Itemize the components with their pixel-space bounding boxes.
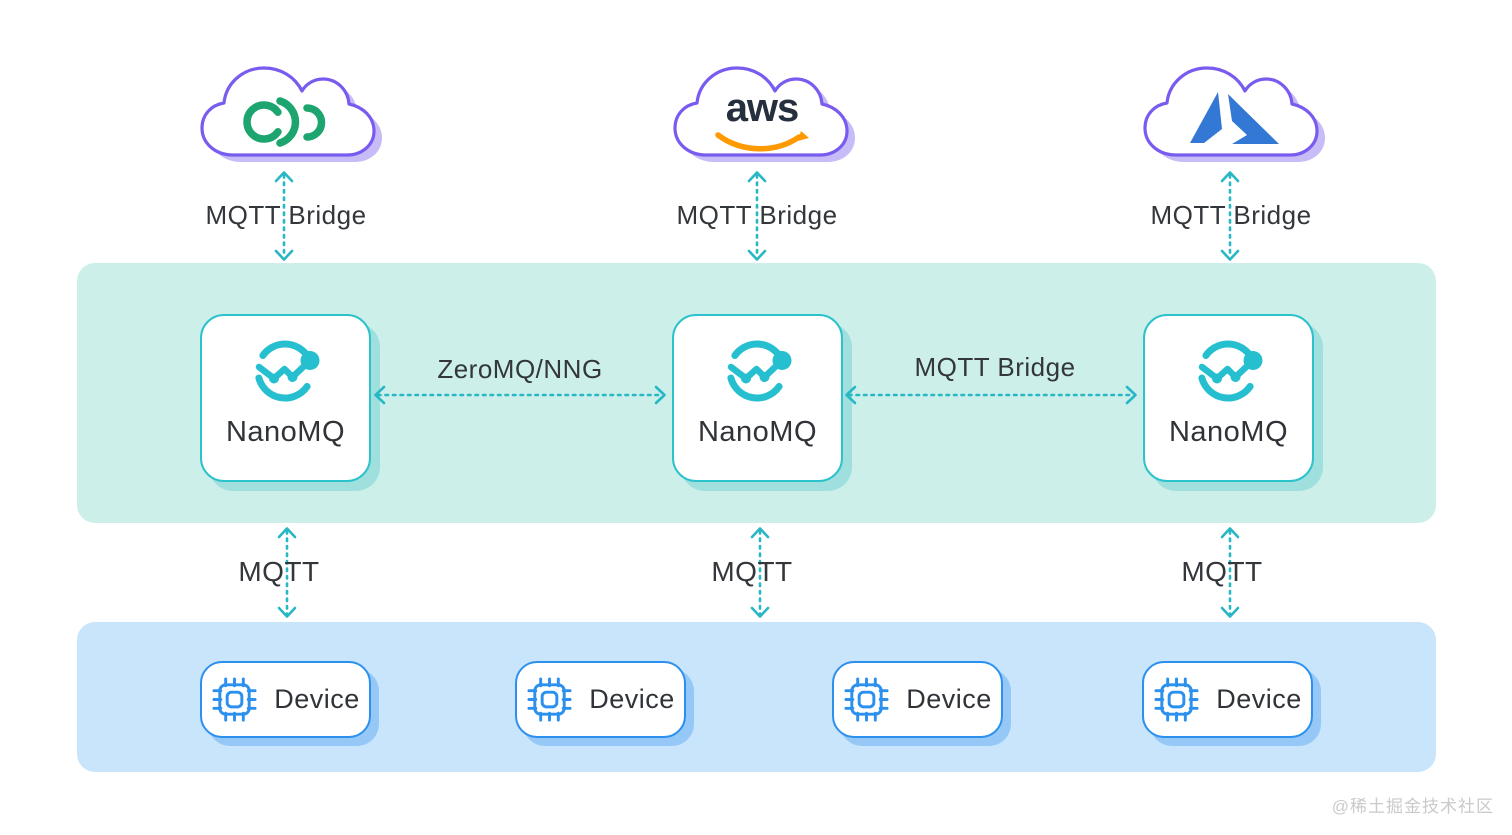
cloud-3 xyxy=(1138,52,1328,172)
device-node-3: Device xyxy=(832,661,1003,738)
mqtt-label-1: MQTT xyxy=(238,556,320,587)
device-node-2: Device xyxy=(515,661,686,738)
watermark: @稀土掘金技术社区 xyxy=(1331,797,1494,816)
mqtt-arrow-3 xyxy=(1220,527,1240,618)
green-arcs-logo-icon xyxy=(243,97,326,147)
bridge-arrow-3 xyxy=(1220,171,1240,261)
nanomq-node-2: NanoMQ xyxy=(672,314,843,482)
device-label: Device xyxy=(1216,684,1302,714)
device-label: Device xyxy=(906,684,992,714)
chip-icon xyxy=(527,677,572,722)
nanomq-node-3: NanoMQ xyxy=(1143,314,1314,482)
cloud-bridge-label-1: MQTT Bridge xyxy=(205,200,367,230)
mqtt-arrow-2 xyxy=(750,527,770,618)
aws-logo-icon: aws xyxy=(712,88,812,158)
nanomq-node-1: NanoMQ xyxy=(200,314,371,482)
broker-link-label-1: ZeroMQ/NNG xyxy=(437,354,603,384)
mqtt-bridge-link-arrow xyxy=(845,385,1137,405)
bridge-arrow-2 xyxy=(747,171,767,261)
broker-link-label-2: MQTT Bridge xyxy=(914,352,1076,382)
device-label: Device xyxy=(589,684,675,714)
chip-icon xyxy=(844,677,889,722)
nanomq-logo-icon xyxy=(1197,340,1262,402)
device-label: Device xyxy=(274,684,360,714)
chip-icon xyxy=(1154,677,1199,722)
zeromq-link-arrow xyxy=(374,385,666,405)
aws-logo-text: aws xyxy=(725,86,800,130)
chip-icon xyxy=(212,677,257,722)
mqtt-arrow-1 xyxy=(277,527,297,618)
mqtt-label-3: MQTT xyxy=(1181,556,1263,587)
device-node-1: Device xyxy=(200,661,371,738)
nanomq-logo-icon xyxy=(726,340,791,402)
device-node-4: Device xyxy=(1142,661,1313,738)
cloud-bridge-label-3: MQTT Bridge xyxy=(1150,200,1312,230)
nanomq-node-label: NanoMQ xyxy=(225,416,346,448)
cloud-bridge-label-2: MQTT Bridge xyxy=(676,200,838,230)
aws-smile-icon xyxy=(715,131,809,152)
bridge-arrow-1 xyxy=(274,171,294,261)
cloud-1 xyxy=(195,52,385,172)
cloud-2: aws xyxy=(668,52,858,172)
nanomq-logo-icon xyxy=(254,340,319,402)
azure-logo-icon xyxy=(1190,92,1279,144)
nanomq-node-label: NanoMQ xyxy=(697,416,818,448)
nanomq-node-label: NanoMQ xyxy=(1168,416,1289,448)
mqtt-label-2: MQTT xyxy=(711,556,793,587)
